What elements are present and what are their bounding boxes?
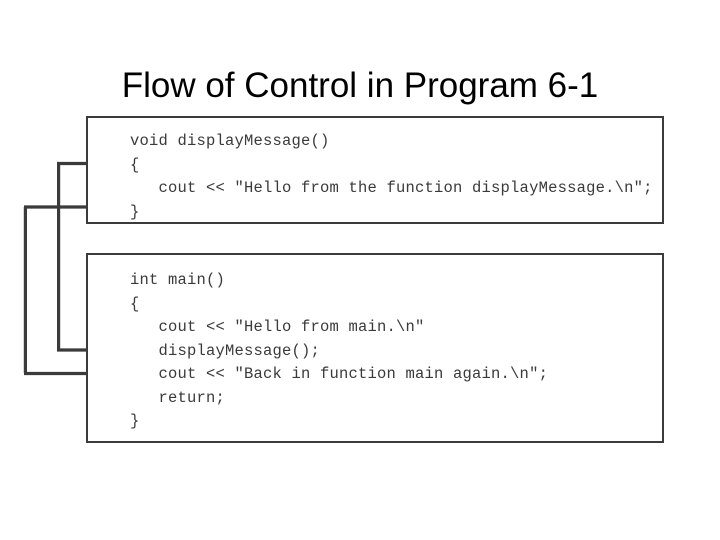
code-listing-main: int main() { cout << "Hello from main.\n"… <box>130 269 548 434</box>
code-line: cout << "Back in function main again.\n"… <box>130 365 549 383</box>
code-line: } <box>130 202 140 221</box>
code-listing-display-message: void displayMessage() { cout << "Hello fr… <box>130 130 653 224</box>
code-box-main: int main() { cout << "Hello from main.\n"… <box>86 253 664 443</box>
code-box-display-message: void displayMessage() { cout << "Hello fr… <box>86 116 664 224</box>
page-title: Flow of Control in Program 6-1 <box>121 66 599 106</box>
code-line: cout << "Hello from the function display… <box>130 179 653 197</box>
code-line: displayMessage(); <box>130 341 321 360</box>
code-line: } <box>130 412 140 430</box>
code-line: cout << "Hello from main.\n" <box>130 318 425 336</box>
code-line: { <box>130 155 140 174</box>
code-line: int main() <box>130 271 226 289</box>
code-line: return; <box>130 388 226 407</box>
code-line: void displayMessage() <box>130 132 330 150</box>
code-line: { <box>130 294 140 313</box>
